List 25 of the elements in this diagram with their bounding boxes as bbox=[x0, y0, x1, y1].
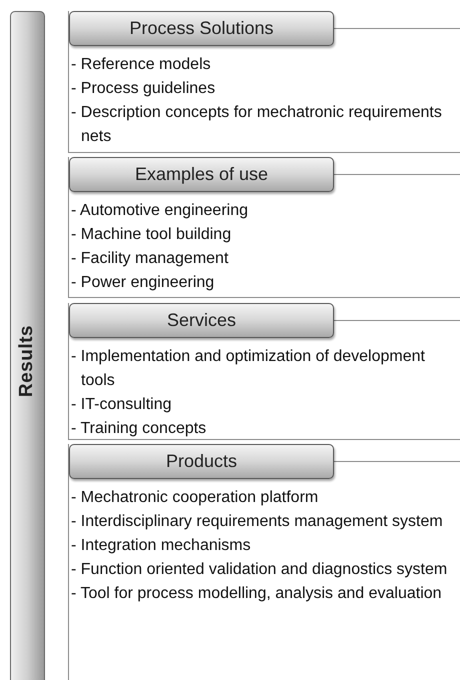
section-panel bbox=[68, 303, 460, 440]
list-item: - Mechatronic cooperation platform bbox=[71, 488, 318, 508]
list-item: - Reference models bbox=[71, 55, 211, 75]
section-header-box: Products bbox=[69, 444, 334, 479]
bar-title: Results bbox=[15, 324, 38, 398]
vertical-bar bbox=[10, 11, 45, 680]
section-header-box: Process Solutions bbox=[69, 11, 334, 46]
list-item: - Integration mechanisms bbox=[71, 536, 251, 556]
list-item: - Training concepts bbox=[71, 419, 206, 439]
list-item: - IT-consulting bbox=[71, 395, 172, 415]
list-item: - Power engineering bbox=[71, 273, 214, 293]
list-item: - Automotive engineering bbox=[71, 201, 248, 221]
section-panel bbox=[68, 157, 460, 298]
list-item: - Implementation and optimization of development tools bbox=[71, 347, 426, 391]
list-item: - Function oriented validation and diagnostics system bbox=[71, 560, 448, 580]
section-header-box: Examples of use bbox=[69, 157, 334, 192]
section-panel bbox=[68, 444, 460, 680]
list-item: - Facility management bbox=[71, 249, 228, 269]
list-item: - Tool for process modelling, analysis and evaluation bbox=[71, 584, 442, 604]
section-header-box: Services bbox=[69, 303, 334, 338]
list-item: - Machine tool building bbox=[71, 225, 232, 245]
list-item: - Process guidelines bbox=[71, 79, 216, 99]
list-item: - Interdisciplinary requirements management system bbox=[71, 512, 443, 532]
list-item: - Description concepts for mechatronic requirements nets bbox=[71, 103, 443, 147]
section-panel bbox=[68, 11, 460, 153]
